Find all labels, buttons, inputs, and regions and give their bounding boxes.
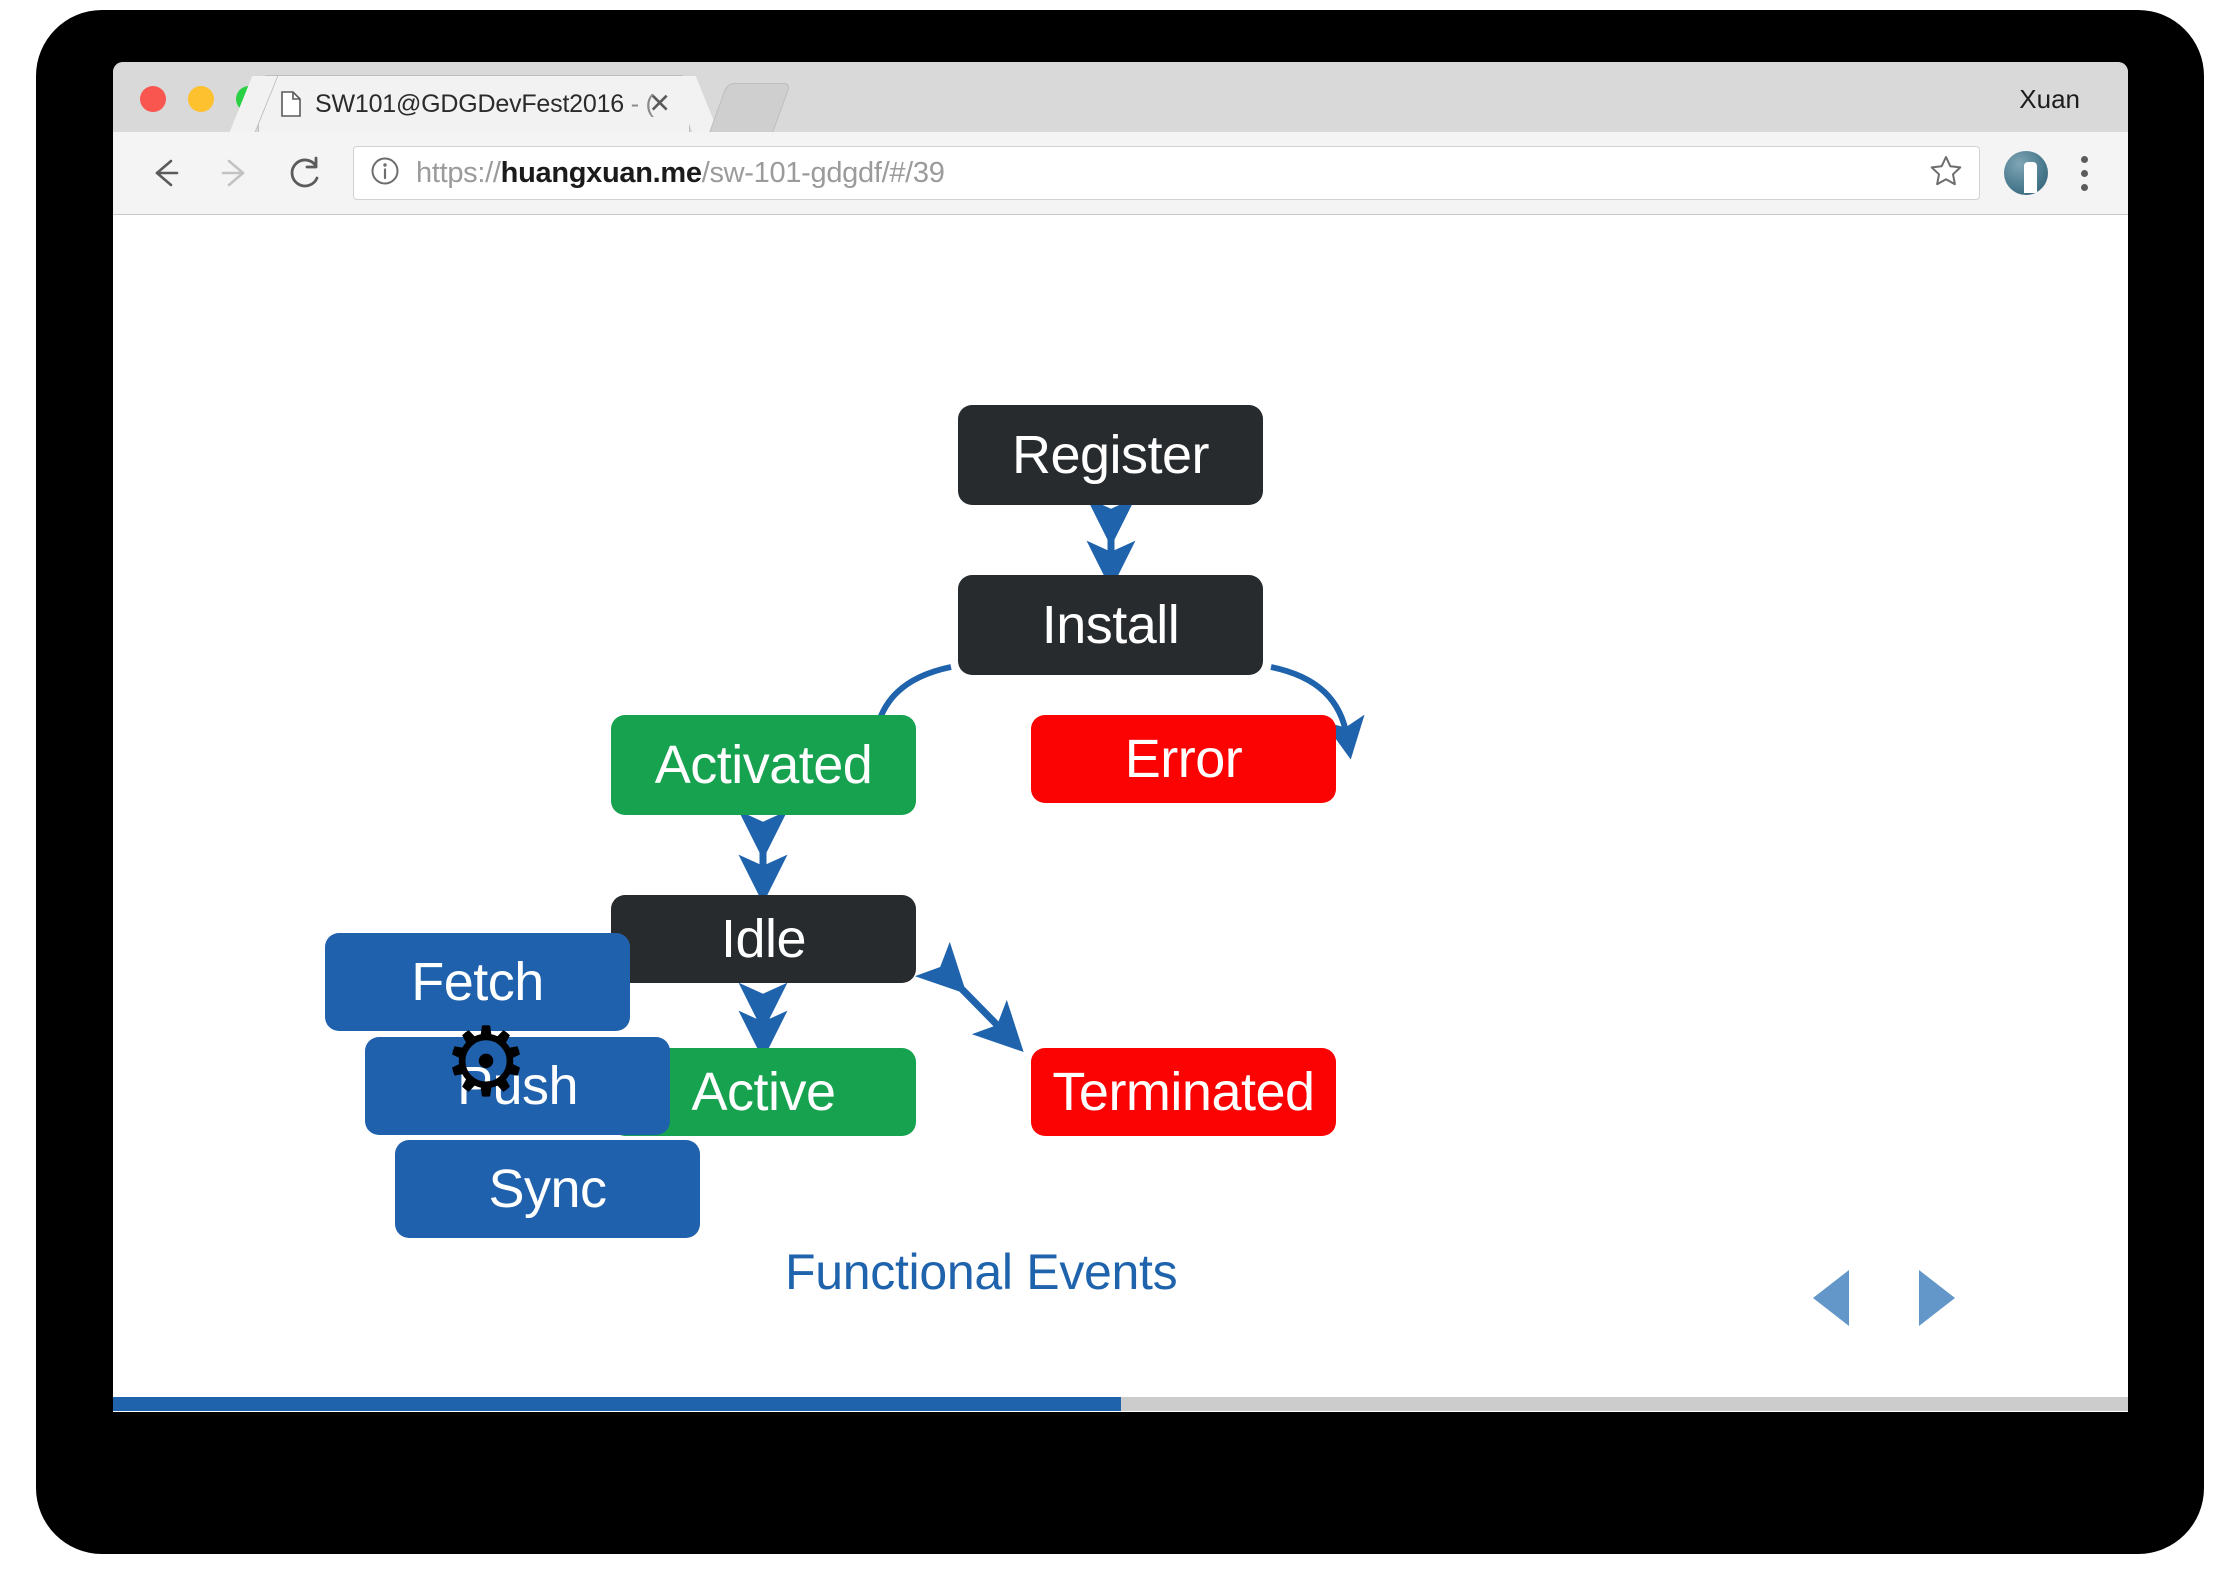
profile-name-label[interactable]: Xuan [2019, 84, 2080, 114]
state-node-push: Push [365, 1037, 670, 1135]
url-scheme: https:// [416, 156, 501, 189]
minimize-window-button[interactable] [188, 86, 214, 112]
reload-button[interactable] [275, 143, 335, 203]
slide-progress-bar[interactable] [113, 1397, 2128, 1411]
menu-dot [2080, 183, 2088, 191]
state-node-activated: Activated [611, 715, 916, 815]
forward-button[interactable] [205, 143, 265, 203]
browser-toolbar: https://huangxuan.me/sw-101-gdgdf/#/39 [113, 132, 2128, 215]
url-path: /sw-101-gdgdf/#/39 [701, 156, 945, 189]
bookmark-star-icon[interactable] [1929, 154, 1963, 193]
menu-dot [2080, 155, 2088, 163]
state-node-terminated: Terminated [1031, 1048, 1336, 1136]
state-node-install: Install [958, 575, 1263, 675]
browser-tab[interactable]: SW101@GDGDevFest2016 - ( ✕ [259, 76, 689, 132]
close-window-button[interactable] [140, 86, 166, 112]
menu-dot [2080, 169, 2088, 177]
tab-title: SW101@GDGDevFest2016 - ( [315, 90, 654, 119]
tab-title-suffix: - ( [624, 89, 654, 118]
state-node-sync: Sync [395, 1140, 700, 1238]
document-icon [281, 91, 301, 117]
address-bar-url: https://huangxuan.me/sw-101-gdgdf/#/39 [416, 157, 945, 190]
address-bar[interactable]: https://huangxuan.me/sw-101-gdgdf/#/39 [353, 146, 1980, 200]
slide-caption: Functional Events [785, 1244, 1178, 1300]
edge-active-terminated [914, 941, 1024, 1052]
state-node-fetch: Fetch [325, 933, 630, 1031]
url-host: huangxuan.me [500, 156, 702, 189]
close-tab-button[interactable]: ✕ [648, 88, 671, 119]
new-tab-button[interactable] [710, 84, 790, 132]
tab-strip: SW101@GDGDevFest2016 - ( ✕ Xuan [113, 62, 2128, 132]
three-dot-menu-icon[interactable] [2058, 155, 2110, 191]
previous-slide-button[interactable] [1813, 1270, 1849, 1326]
state-node-idle: Idle [611, 895, 916, 983]
info-circle-icon[interactable] [370, 156, 400, 191]
slide-progress-fill [113, 1397, 1121, 1411]
gear-icon: ⚙ [443, 1009, 530, 1116]
state-node-error: Error [1031, 715, 1336, 803]
state-node-register: Register [958, 405, 1263, 505]
next-slide-button[interactable] [1919, 1270, 1955, 1326]
back-button[interactable] [135, 143, 195, 203]
browser-window: SW101@GDGDevFest2016 - ( ✕ Xuan [113, 62, 2128, 1412]
tab-title-main: SW101@GDGDevFest2016 [315, 89, 625, 118]
user-avatar-icon[interactable] [2004, 151, 2048, 195]
